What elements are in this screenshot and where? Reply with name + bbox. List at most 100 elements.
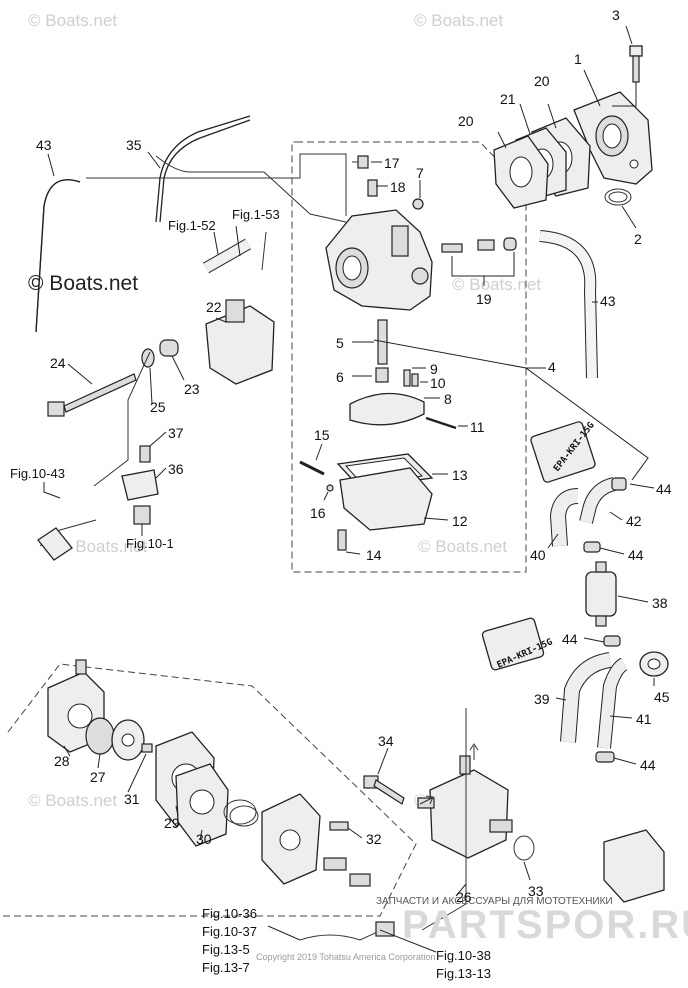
part-number: 30	[196, 831, 212, 847]
leader-fig-1-52	[213, 231, 219, 255]
pilot-screw-set-19	[441, 237, 517, 253]
part-number: 11	[470, 419, 485, 435]
part-number: 20	[458, 113, 474, 129]
carburetor-body	[325, 209, 433, 311]
part-number: 23	[184, 381, 200, 397]
leader-26	[455, 883, 467, 897]
watermark: © Boats.net	[28, 11, 117, 30]
part-number: 28	[54, 753, 70, 769]
collar-fig-10-1	[133, 505, 151, 525]
clamp-36	[121, 469, 159, 501]
leader-12	[423, 517, 449, 521]
leader-30	[199, 829, 203, 841]
part-number: 44	[562, 631, 578, 647]
part-number: 44	[640, 757, 656, 773]
part-number: 37	[168, 425, 184, 441]
carburetor-assembly-outline	[291, 141, 527, 573]
brand-tagline: ЗАПЧАСТИ И АКСЕССУАРЫ ДЛЯ МОТОТЕХНИКИ	[376, 896, 613, 907]
screw-32	[329, 821, 349, 831]
leader-23	[171, 355, 185, 381]
cover-22	[205, 299, 275, 385]
part-number: 21	[500, 91, 516, 107]
part-number: 27	[90, 769, 106, 785]
tag-lower: EPA-KRI-15G	[481, 617, 554, 671]
figure-ref: Fig.1-53	[232, 207, 280, 222]
screw-7	[412, 198, 424, 210]
part-number: 2	[634, 231, 642, 247]
drain-screw-14	[337, 529, 347, 551]
figure-ref: Fig.13-5	[202, 942, 250, 957]
part-number: 40	[530, 547, 546, 563]
part-number: 9	[430, 361, 438, 377]
leader-1	[583, 69, 601, 107]
figure-ref: Fig.10-37	[202, 924, 257, 939]
part-number: 15	[314, 427, 330, 443]
diaphragm-27	[85, 717, 115, 755]
intake-manifold-1	[573, 91, 653, 185]
part-number: 12	[452, 513, 468, 529]
spring-18	[367, 179, 378, 197]
screw-37	[139, 445, 151, 463]
needle-valve-9	[403, 369, 411, 387]
leader-35	[147, 151, 161, 169]
leader-24	[67, 363, 93, 385]
clip-44-a	[611, 477, 627, 491]
leader-21	[519, 103, 531, 135]
leader-33	[523, 861, 531, 881]
o-ring-33	[513, 835, 535, 861]
part-number: 3	[612, 7, 620, 23]
hose-fig-1-52	[203, 238, 251, 274]
part-number: 10	[430, 375, 446, 391]
part-number: 6	[336, 369, 344, 385]
spring	[223, 799, 259, 827]
bolt-24	[47, 373, 137, 417]
part-number: 25	[150, 399, 166, 415]
leader-22	[215, 317, 227, 323]
part-number: 43	[600, 293, 616, 309]
figure-ref: Fig.13-7	[202, 960, 250, 975]
figure-ref: Fig.10-38	[436, 948, 491, 963]
part-number: 38	[652, 595, 668, 611]
arrow-outlet	[469, 743, 479, 760]
float-chamber-12	[339, 467, 433, 531]
part-number: 18	[390, 179, 406, 195]
pump-cover	[261, 793, 321, 885]
hose-41	[597, 657, 628, 749]
part-number: 35	[126, 137, 142, 153]
bolt-3	[629, 45, 643, 83]
part-number: 34	[378, 733, 394, 749]
clip-44-b	[583, 541, 601, 553]
collar-23	[159, 339, 179, 357]
leader-36	[155, 467, 167, 479]
figure-ref: Fig.10-36	[202, 906, 257, 921]
leader-fig-10-43	[43, 482, 61, 499]
fuel-pump-26	[417, 755, 513, 859]
leader-38	[617, 595, 649, 603]
part-number: 4	[548, 359, 556, 375]
plunger	[349, 873, 371, 887]
leader-3	[625, 25, 633, 45]
leader-32	[347, 827, 363, 839]
part-number: 13	[452, 467, 468, 483]
cable-fig-1-53	[261, 231, 267, 271]
leader-fig-10-38	[379, 929, 437, 953]
washer-25	[141, 348, 155, 368]
part-number: 44	[628, 547, 644, 563]
main-jet-6	[375, 367, 389, 383]
valve-plate	[111, 719, 145, 761]
figure-ref: Fig.10-1	[126, 536, 174, 551]
leader-44a	[629, 483, 655, 489]
float-pin-11	[425, 416, 457, 430]
leader-hose-43	[86, 153, 347, 216]
watermark: © Boats.net	[28, 791, 117, 810]
part-number: 42	[626, 513, 642, 529]
leader-41	[609, 715, 633, 719]
leader-31	[127, 753, 147, 793]
leader-39	[555, 697, 567, 701]
part-number: 41	[636, 711, 652, 727]
leader-44c	[583, 637, 605, 643]
assembly-leader	[421, 708, 467, 931]
part-number: 5	[336, 335, 344, 351]
o-ring-2	[604, 188, 632, 206]
